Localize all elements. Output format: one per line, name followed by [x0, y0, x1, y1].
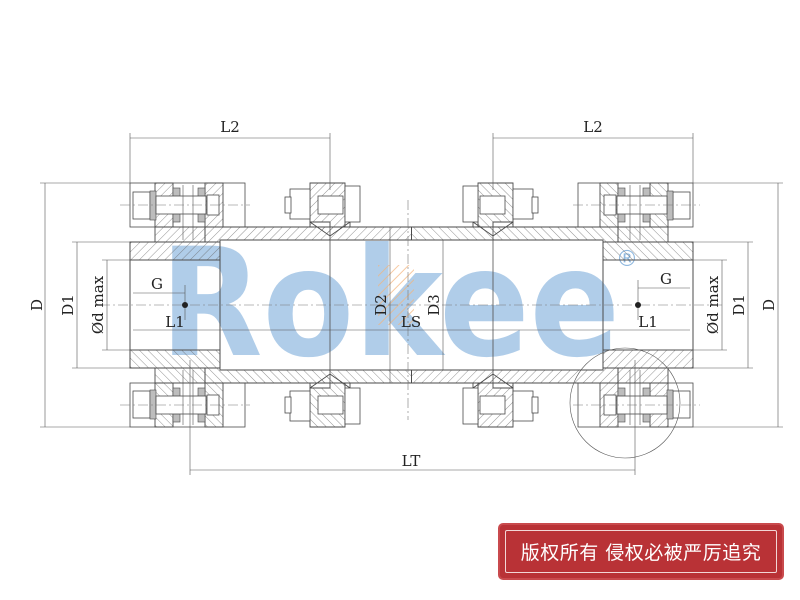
dim-dmax-right: Ød max: [704, 275, 722, 334]
dim-l2-right: L2: [583, 118, 603, 136]
dim-d-right: D: [760, 299, 778, 311]
dim-d-left: D: [28, 299, 46, 311]
dim-g-right: G: [660, 270, 672, 288]
dim-d1-left: D1: [59, 294, 77, 316]
dim-dmax-left: Ød max: [89, 275, 107, 334]
dim-l1-left: L1: [165, 313, 185, 331]
stamp-text: 版权所有 侵权必被严厉追究: [520, 542, 762, 564]
dim-d3: D3: [425, 294, 443, 316]
dim-g-left: G: [151, 275, 163, 293]
dim-d2: D2: [372, 294, 390, 316]
detail-circle: [569, 347, 681, 459]
dim-ls: LS: [401, 313, 421, 331]
dim-l1-right: L1: [638, 313, 658, 331]
stamp-border: 版权所有 侵权必被严厉追究: [505, 530, 777, 573]
dim-l2-left: L2: [220, 118, 240, 136]
copyright-stamp: 版权所有 侵权必被严厉追究: [500, 525, 782, 578]
dim-d1-right: D1: [730, 294, 748, 316]
dim-lt: LT: [402, 452, 421, 470]
